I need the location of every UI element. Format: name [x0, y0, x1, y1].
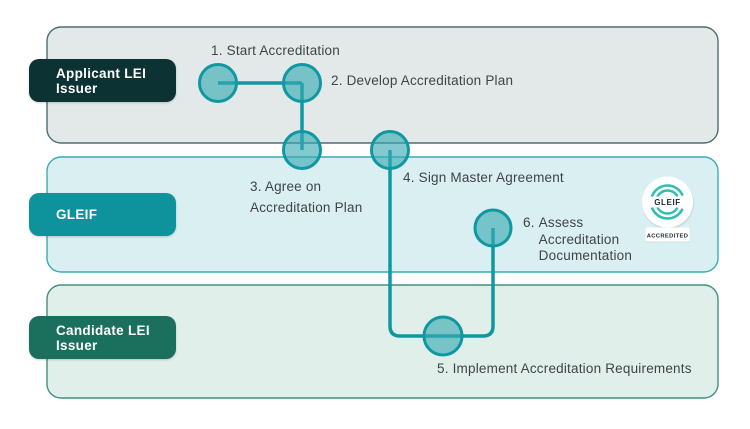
step-6-line-2: Accreditation [538, 231, 620, 247]
lane-label-gleif: GLEIF [29, 193, 176, 236]
step-3-line-1: 3. Agree on [250, 179, 322, 194]
lane-label-candidate-lei-issuer: Candidate LEI Issuer [29, 316, 176, 359]
step-1-label: 1. Start Accreditation [211, 43, 340, 58]
node-step4 [370, 130, 410, 170]
badge-text-band [649, 196, 686, 208]
node-step1 [198, 63, 238, 103]
step-6-line-3: Documentation [538, 248, 633, 263]
node-step5 [422, 315, 464, 357]
step-4-label: 4. Sign Master Agreement [403, 170, 564, 185]
step-2-label: 2. Develop Accreditation Plan [331, 73, 514, 88]
step-3-label: 3. Agree on Accreditation Plan [250, 177, 362, 218]
node-step3 [282, 130, 322, 170]
badge-logo-text: GLEIF [654, 198, 681, 207]
step-6-lines: Assess Accreditation Documentation [539, 215, 632, 265]
lane-label-applicant-lei-issuer: Applicant LEI Issuer [29, 59, 176, 102]
badge-ribbon [645, 227, 690, 242]
badge-ribbon-text: ACCREDITED [647, 234, 689, 240]
step-3-line-2: Accreditation Plan [250, 199, 363, 215]
gleif-accredited-badge: GLEIF ACCREDITED [642, 176, 694, 243]
step-5-label: 5. Implement Accreditation Requirements [437, 361, 692, 376]
step-6-line-1: Assess [538, 215, 584, 230]
node-step2 [282, 63, 322, 103]
node-step6 [473, 208, 513, 248]
step-6-label: 6. Assess Accreditation Documentation [523, 215, 632, 265]
step-6-number: 6. [523, 215, 535, 230]
